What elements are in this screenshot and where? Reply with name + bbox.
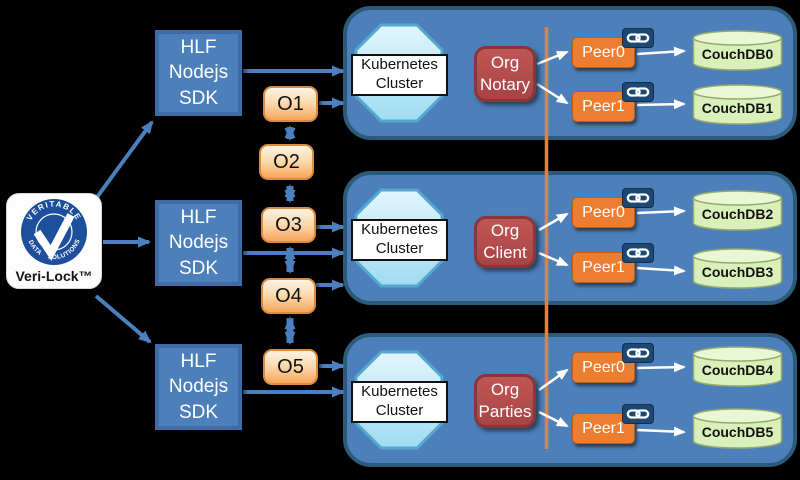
link-icon: [622, 188, 654, 208]
sdk-node-3: HLF Nodejs SDK: [155, 344, 242, 430]
brand-label: Veri-Lock™: [15, 268, 93, 284]
orderer-node-o5: O5: [263, 349, 318, 385]
database-cylinder-icon: [692, 190, 783, 231]
orderer-node-o4: O4: [261, 278, 316, 314]
checkmark-icon: [33, 213, 75, 261]
couchdb-label: CouchDB5: [701, 424, 774, 440]
peer-node: Peer0: [572, 197, 635, 228]
peer-node: Peer1: [572, 252, 635, 283]
orderer-node-o3: O3: [261, 207, 316, 243]
database-cylinder-icon: [692, 84, 783, 125]
database-cylinder-icon: [692, 346, 783, 387]
link-icon: [622, 82, 654, 102]
couchdb-label: CouchDB2: [701, 206, 774, 222]
org-node-notary: Org Notary: [474, 46, 536, 102]
org-node-client: Org Client: [474, 216, 536, 268]
org-node-parties: Org Parties: [474, 374, 536, 428]
couchdb-label: CouchDB0: [701, 46, 774, 62]
kubernetes-label: Kubernetes Cluster: [351, 219, 448, 261]
org-peer-db-arrows: [536, 46, 686, 437]
link-icon: [622, 28, 654, 48]
kubernetes-octagons: [354, 23, 444, 450]
link-icon: [622, 404, 654, 424]
orderer-node-o2: O2: [259, 144, 314, 180]
database-cylinder-icon: [692, 248, 783, 289]
couchdb-label: CouchDB1: [701, 100, 774, 116]
veri-lock-badge-icon: VERITABLE DATA SOLUTIONS: [21, 199, 87, 265]
couchdb-label: CouchDB4: [701, 362, 774, 378]
kubernetes-label: Kubernetes Cluster: [351, 381, 448, 423]
orderer-node-o1: O1: [263, 86, 318, 122]
couchdb-label: CouchDB3: [701, 264, 774, 280]
peer-node: Peer1: [572, 413, 635, 444]
veri-lock-logo: VERITABLE DATA SOLUTIONS Veri-Lock™: [6, 193, 102, 289]
link-icon: [622, 243, 654, 263]
link-icon: [622, 343, 654, 363]
couchdb-cylinders: [692, 30, 783, 449]
sdk-node-1: HLF Nodejs SDK: [155, 30, 242, 116]
sdk-node-2: HLF Nodejs SDK: [155, 200, 242, 286]
database-cylinder-icon: [692, 30, 783, 71]
database-cylinder-icon: [692, 408, 783, 449]
kubernetes-label: Kubernetes Cluster: [351, 54, 448, 96]
